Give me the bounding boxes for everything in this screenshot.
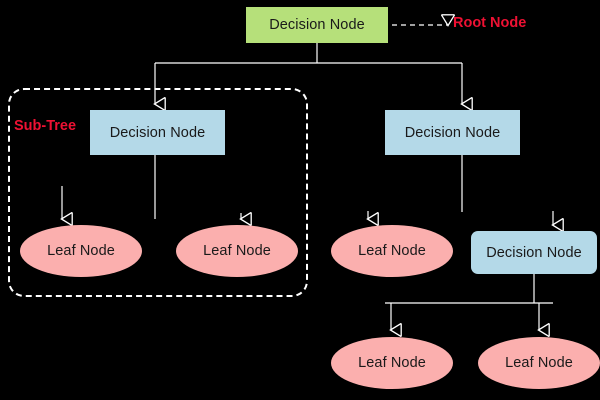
node-leaf-1[interactable]: Leaf Node	[20, 225, 142, 277]
root-node-annotation: Root Node	[453, 15, 527, 31]
sub-tree-region	[8, 88, 308, 297]
node-right-decision[interactable]: Decision Node	[385, 110, 520, 155]
node-sub-decision[interactable]: Decision Node	[471, 231, 597, 274]
sub-tree-annotation: Sub-Tree	[14, 118, 77, 134]
node-leaf-5[interactable]: Leaf Node	[478, 337, 600, 389]
node-root-decision[interactable]: Decision Node	[246, 7, 388, 43]
node-left-decision[interactable]: Decision Node	[90, 110, 225, 155]
node-leaf-2[interactable]: Leaf Node	[176, 225, 298, 277]
node-leaf-3[interactable]: Leaf Node	[331, 225, 453, 277]
node-leaf-4[interactable]: Leaf Node	[331, 337, 453, 389]
